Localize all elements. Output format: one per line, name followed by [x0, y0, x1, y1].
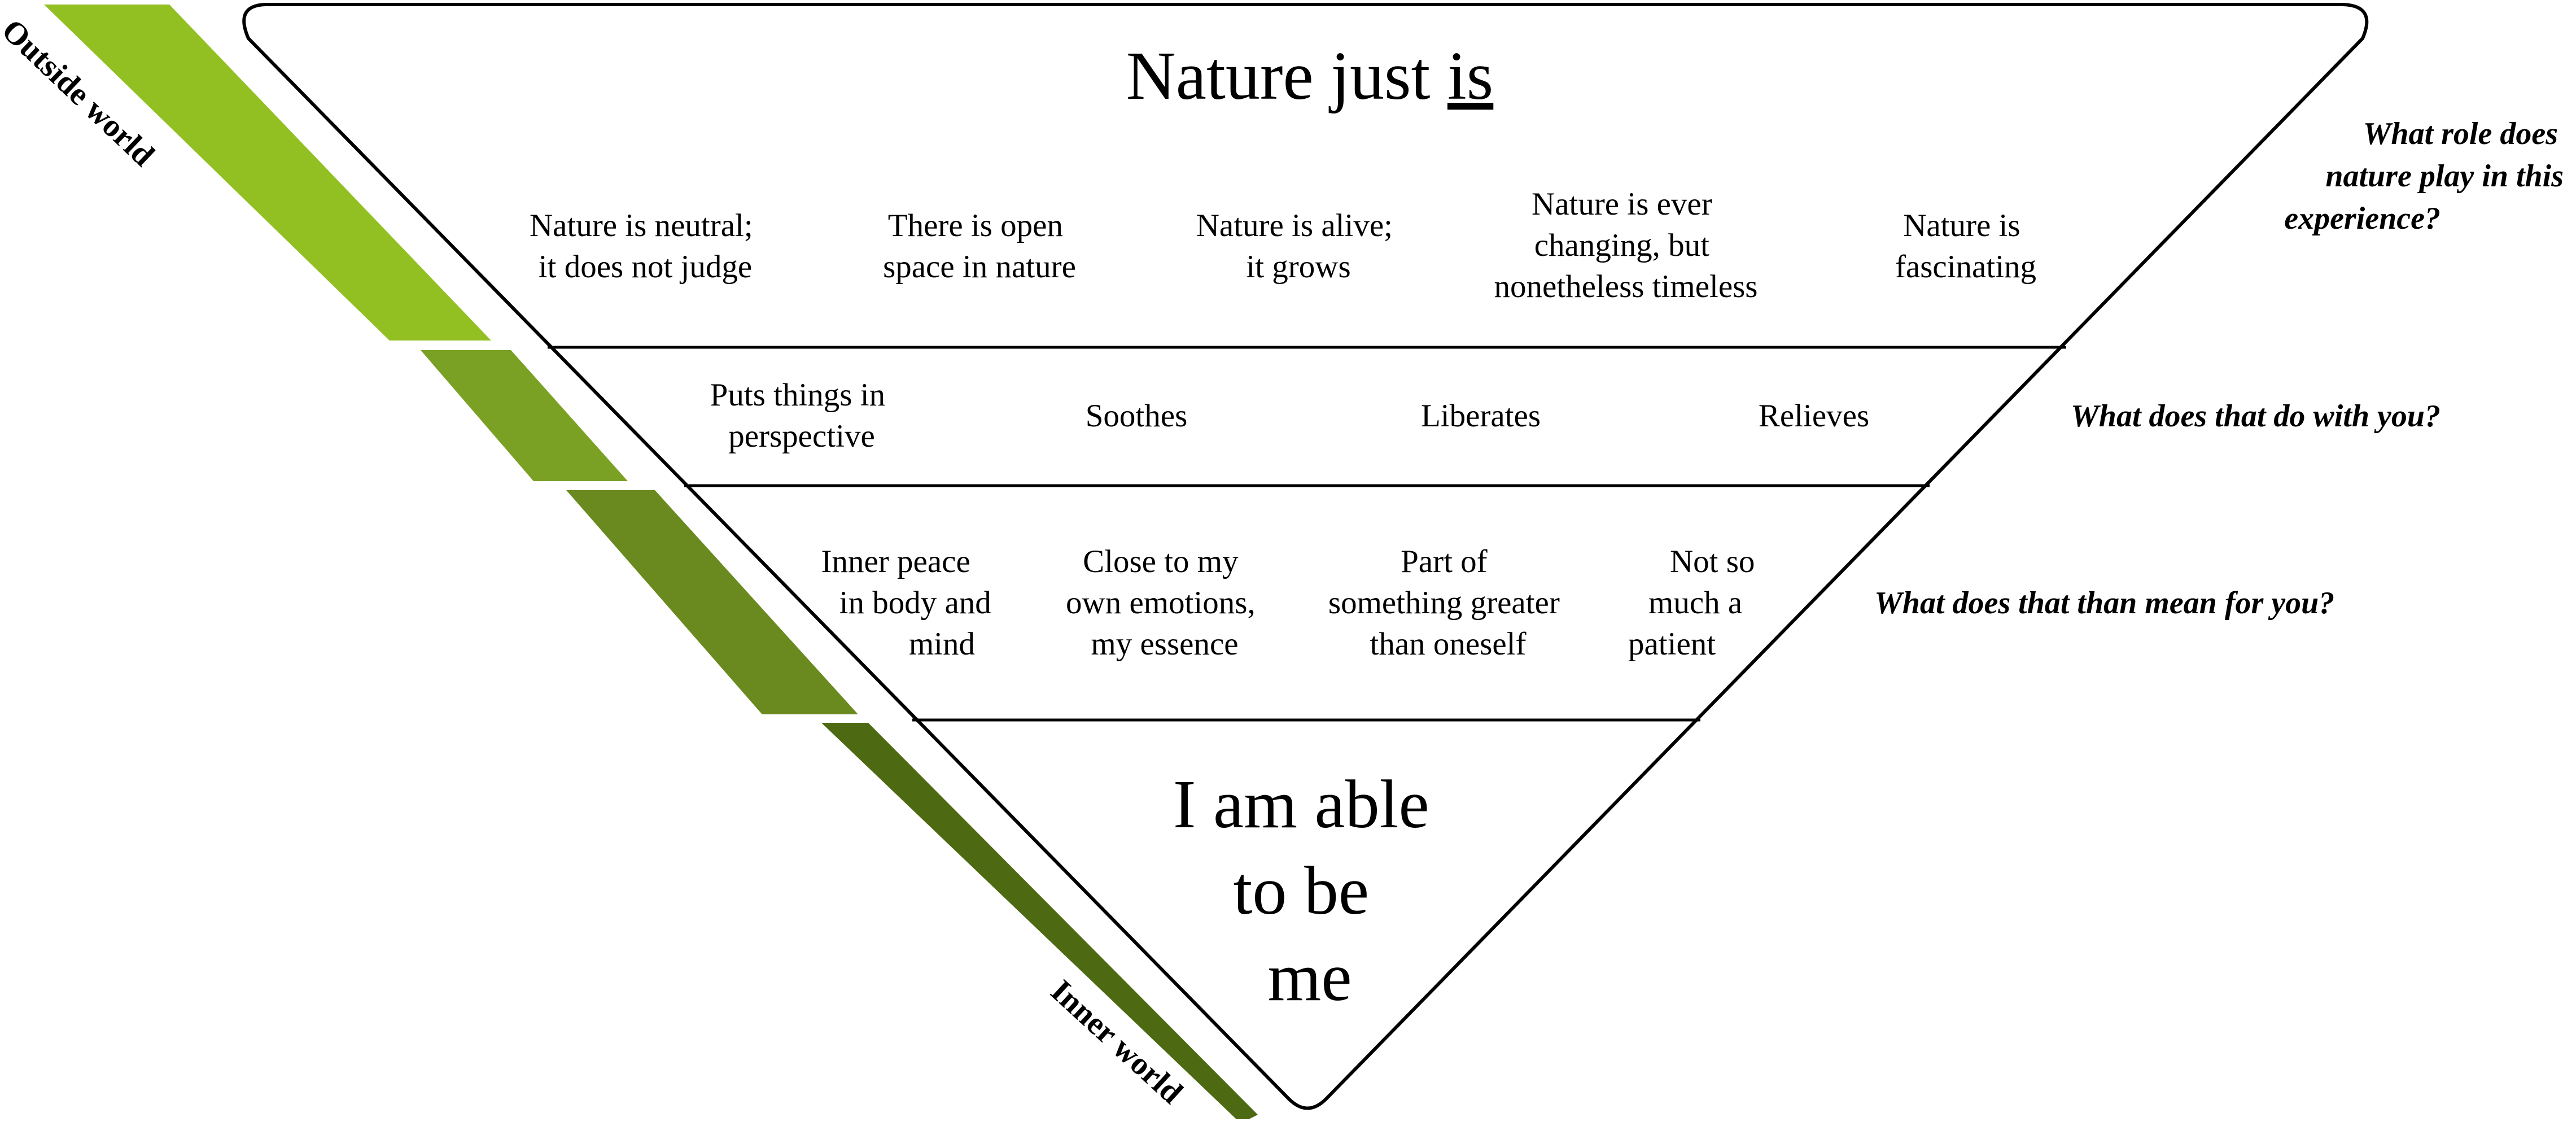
outside-world-band — [44, 5, 491, 341]
core-statement: I am able to be me — [1173, 766, 1446, 1015]
question-layer3: What does that than mean for you? — [1874, 586, 2334, 621]
layer1-item-neutral: Nature is neutral; it does not judge — [530, 208, 761, 285]
third-band — [566, 490, 858, 714]
title-emphasis: is — [1447, 38, 1493, 114]
title: Nature just is — [1126, 38, 1494, 114]
layer1-item-open-space: There is open space in nature — [883, 208, 1076, 285]
layer3-item-inner-peace: Inner peace in body and mind — [821, 544, 999, 662]
layer2-item-relieves: Relieves — [1759, 398, 1869, 434]
layer3-item-not-a-patient: Not so much a patient — [1628, 544, 1763, 662]
layer2-item-perspective: Puts things in perspective — [710, 377, 894, 454]
layer1-item-alive: Nature is alive; it grows — [1196, 208, 1401, 285]
question-layer2: What does that do with you? — [2071, 399, 2441, 434]
layer2-item-liberates: Liberates — [1421, 398, 1541, 434]
second-band — [421, 350, 628, 481]
layer2-item-soothes: Soothes — [1086, 398, 1188, 434]
layer1-item-changing: Nature is ever changing, but nonetheless… — [1494, 186, 1758, 304]
inverted-triangle — [242, 3, 2369, 1110]
layer1-item-fascinating: Nature is fascinating — [1895, 208, 2036, 285]
layer3-item-close-emotions: Close to my own emotions, my essence — [1066, 544, 1263, 662]
layer3-item-part-of-greater: Part of something greater than oneself — [1328, 544, 1568, 662]
inner-world-band — [821, 723, 1258, 1119]
question-layer1: What role does nature play in this exper… — [2284, 116, 2571, 236]
